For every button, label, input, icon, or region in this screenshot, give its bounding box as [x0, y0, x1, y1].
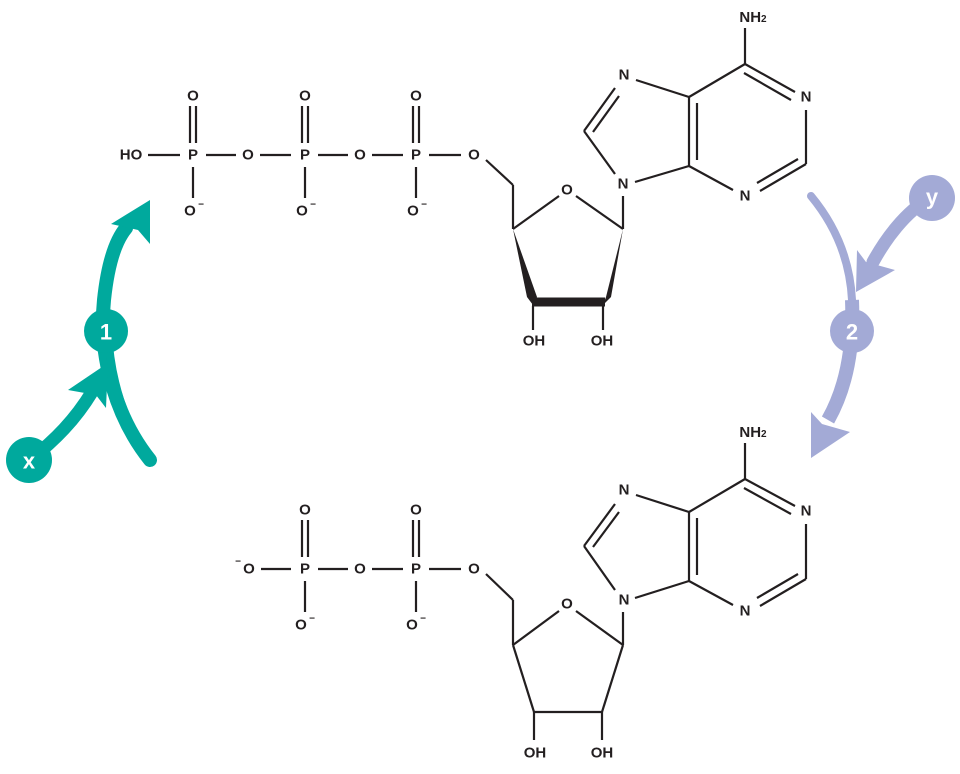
atp-p-gamma: P: [411, 147, 421, 164]
step2-arrowhead: [811, 412, 850, 458]
step1-arrowhead: [111, 200, 150, 244]
svg-text:−: −: [235, 557, 241, 568]
atp-n7: N: [619, 67, 630, 84]
adp-ribose: O OH OH: [485, 573, 625, 762]
adp-bridge-o1: O: [354, 561, 366, 578]
svg-text:2: 2: [846, 320, 858, 345]
y-badge: [909, 175, 955, 221]
adp-adenine: N N NH2 N N: [583, 424, 812, 620]
atp-terminal-ho: HO: [120, 147, 143, 164]
adp-molecule: − O P O O − O P O O − O: [235, 424, 811, 762]
atp-p1-top-o: O: [187, 88, 199, 105]
svg-text:−: −: [310, 200, 316, 211]
atp-n1: N: [801, 89, 812, 106]
atp-n3: N: [740, 188, 751, 205]
svg-text:O: O: [407, 203, 419, 220]
adp-p-beta: P: [411, 561, 421, 578]
atp-phosphate-chain: HO P O O − O P O O − O P O: [120, 88, 480, 220]
adp-n9: N: [619, 592, 630, 609]
adp-oh-3: OH: [524, 745, 547, 762]
x-arrowhead: [68, 363, 108, 408]
adp-bridge-o2: O: [468, 561, 480, 578]
svg-text:O: O: [295, 617, 307, 634]
atp-ribose: O OH OH: [485, 159, 625, 350]
adp-oh-2: OH: [591, 745, 614, 762]
atp-p-alpha: P: [188, 147, 198, 164]
atp-p1-bottom-o: O: [184, 203, 196, 220]
svg-text:−: −: [421, 200, 427, 211]
adp-n3: N: [740, 603, 751, 620]
adp-terminal-o: O: [243, 561, 255, 578]
adp-n1: N: [801, 503, 812, 520]
svg-text:−: −: [420, 614, 426, 625]
svg-text:O: O: [410, 502, 422, 519]
adp-phosphate-chain: − O P O O − O P O O − O: [235, 502, 480, 634]
svg-text:x: x: [23, 449, 36, 474]
svg-text:O: O: [406, 617, 418, 634]
atp-ring-o: O: [561, 182, 573, 199]
svg-text:1: 1: [100, 320, 112, 345]
svg-text:y: y: [926, 185, 939, 210]
adp-n7: N: [619, 482, 630, 499]
step2-badge: [830, 309, 874, 353]
atp-molecule: HO P O O − O P O O − O P O: [120, 9, 812, 350]
svg-text:O: O: [299, 502, 311, 519]
atp-bridge-o1: O: [242, 147, 254, 164]
step2-arrow: 2 y: [807, 175, 955, 458]
adp-amine: NH2: [739, 424, 767, 441]
svg-text:O: O: [299, 88, 311, 105]
step1-badge: [84, 309, 128, 353]
atp-bridge-o2: O: [354, 147, 366, 164]
y-arrowhead: [856, 250, 895, 292]
step1-arrow: 1 x: [6, 200, 157, 483]
atp-adenine: N N NH2 N N: [583, 9, 812, 205]
x-badge: [6, 437, 52, 483]
atp-p-beta: P: [300, 147, 310, 164]
svg-text:O: O: [410, 88, 422, 105]
svg-text:−: −: [309, 614, 315, 625]
atp-n9: N: [618, 176, 629, 193]
atp-oh-3: OH: [523, 333, 546, 350]
adp-ring-o: O: [561, 596, 573, 613]
adp-p-alpha: P: [300, 561, 310, 578]
atp-bridge-o3: O: [468, 147, 480, 164]
svg-text:−: −: [198, 200, 204, 211]
atp-amine: NH2: [739, 9, 767, 26]
atp-oh-2: OH: [591, 333, 614, 350]
svg-text:O: O: [296, 203, 308, 220]
